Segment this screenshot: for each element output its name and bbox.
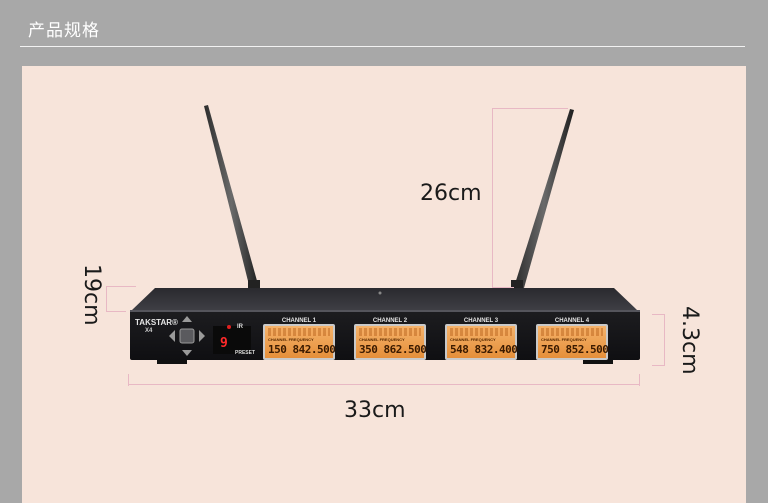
model-label: X4 bbox=[145, 328, 153, 334]
down-arrow-icon bbox=[182, 350, 192, 356]
width-line-left bbox=[128, 374, 129, 386]
antenna-left bbox=[204, 105, 259, 289]
left-arrow-icon bbox=[169, 330, 175, 342]
channel-2-label: CHANNEL 2 bbox=[372, 318, 408, 324]
right-arrow-icon bbox=[199, 330, 205, 342]
height-label: 4.3cm bbox=[677, 306, 702, 375]
channel-2-value: 350 862.500 bbox=[359, 343, 427, 356]
depth-line bbox=[106, 286, 107, 312]
header-bar: 产品规格 bbox=[0, 0, 768, 66]
ir-label: IR bbox=[237, 324, 243, 330]
width-line bbox=[128, 384, 640, 385]
width-line-right bbox=[639, 374, 640, 386]
channel-3-sub: CHANNEL FREQUENCY bbox=[450, 337, 496, 342]
channel-1-value: 150 842.500 bbox=[268, 343, 336, 356]
height-line-top bbox=[652, 314, 664, 315]
channel-4-sub: CHANNEL FREQUENCY bbox=[541, 337, 587, 342]
antenna-height-line-top bbox=[492, 108, 568, 109]
preset-label: PRESET bbox=[235, 350, 256, 356]
select-button-icon bbox=[179, 328, 195, 344]
antenna-height-label: 26cm bbox=[420, 181, 482, 206]
channel-1-label: CHANNEL 1 bbox=[281, 318, 317, 324]
channel-3-label: CHANNEL 3 bbox=[463, 318, 499, 324]
antenna-height-line-bottom bbox=[492, 287, 514, 288]
channel-4-label: CHANNEL 4 bbox=[554, 318, 590, 324]
width-label: 33cm bbox=[344, 398, 406, 423]
channel-2-sub: CHANNEL FREQUENCY bbox=[359, 337, 405, 342]
channel-4-value: 750 852.500 bbox=[541, 343, 609, 356]
antennas bbox=[204, 105, 574, 292]
product-image-panel: 26cm 19cm 4.3cm 33cm bbox=[22, 66, 746, 503]
brand-logo: TAKSTAR® bbox=[135, 318, 178, 327]
up-arrow-icon bbox=[182, 316, 192, 322]
channel-3-value: 548 832.400 bbox=[450, 343, 518, 356]
channel-1-sub: CHANNEL FREQUENCY bbox=[268, 337, 314, 342]
channel-4-display: CHANNEL FREQUENCY 750 852.500 bbox=[536, 324, 609, 360]
depth-line-bottom bbox=[106, 311, 126, 312]
antenna-height-line bbox=[492, 108, 493, 288]
height-line bbox=[664, 314, 665, 366]
depth-line-top bbox=[106, 286, 136, 287]
receiver-device: TAKSTAR® X4 IR 9 PRESET CHANNEL 1 CHANNE… bbox=[127, 288, 642, 364]
channel-3-display: CHANNEL FREQUENCY 548 832.400 bbox=[445, 324, 518, 360]
channel-1-display: CHANNEL FREQUENCY 150 842.500 bbox=[263, 324, 336, 360]
page-title: 产品规格 bbox=[28, 21, 100, 41]
header-divider bbox=[20, 46, 745, 47]
channel-2-display: CHANNEL FREQUENCY 350 862.500 bbox=[354, 324, 427, 360]
depth-label: 19cm bbox=[79, 264, 104, 326]
height-line-bottom bbox=[652, 365, 664, 366]
antenna-right bbox=[514, 109, 574, 288]
preset-digit: 9 bbox=[220, 336, 228, 351]
